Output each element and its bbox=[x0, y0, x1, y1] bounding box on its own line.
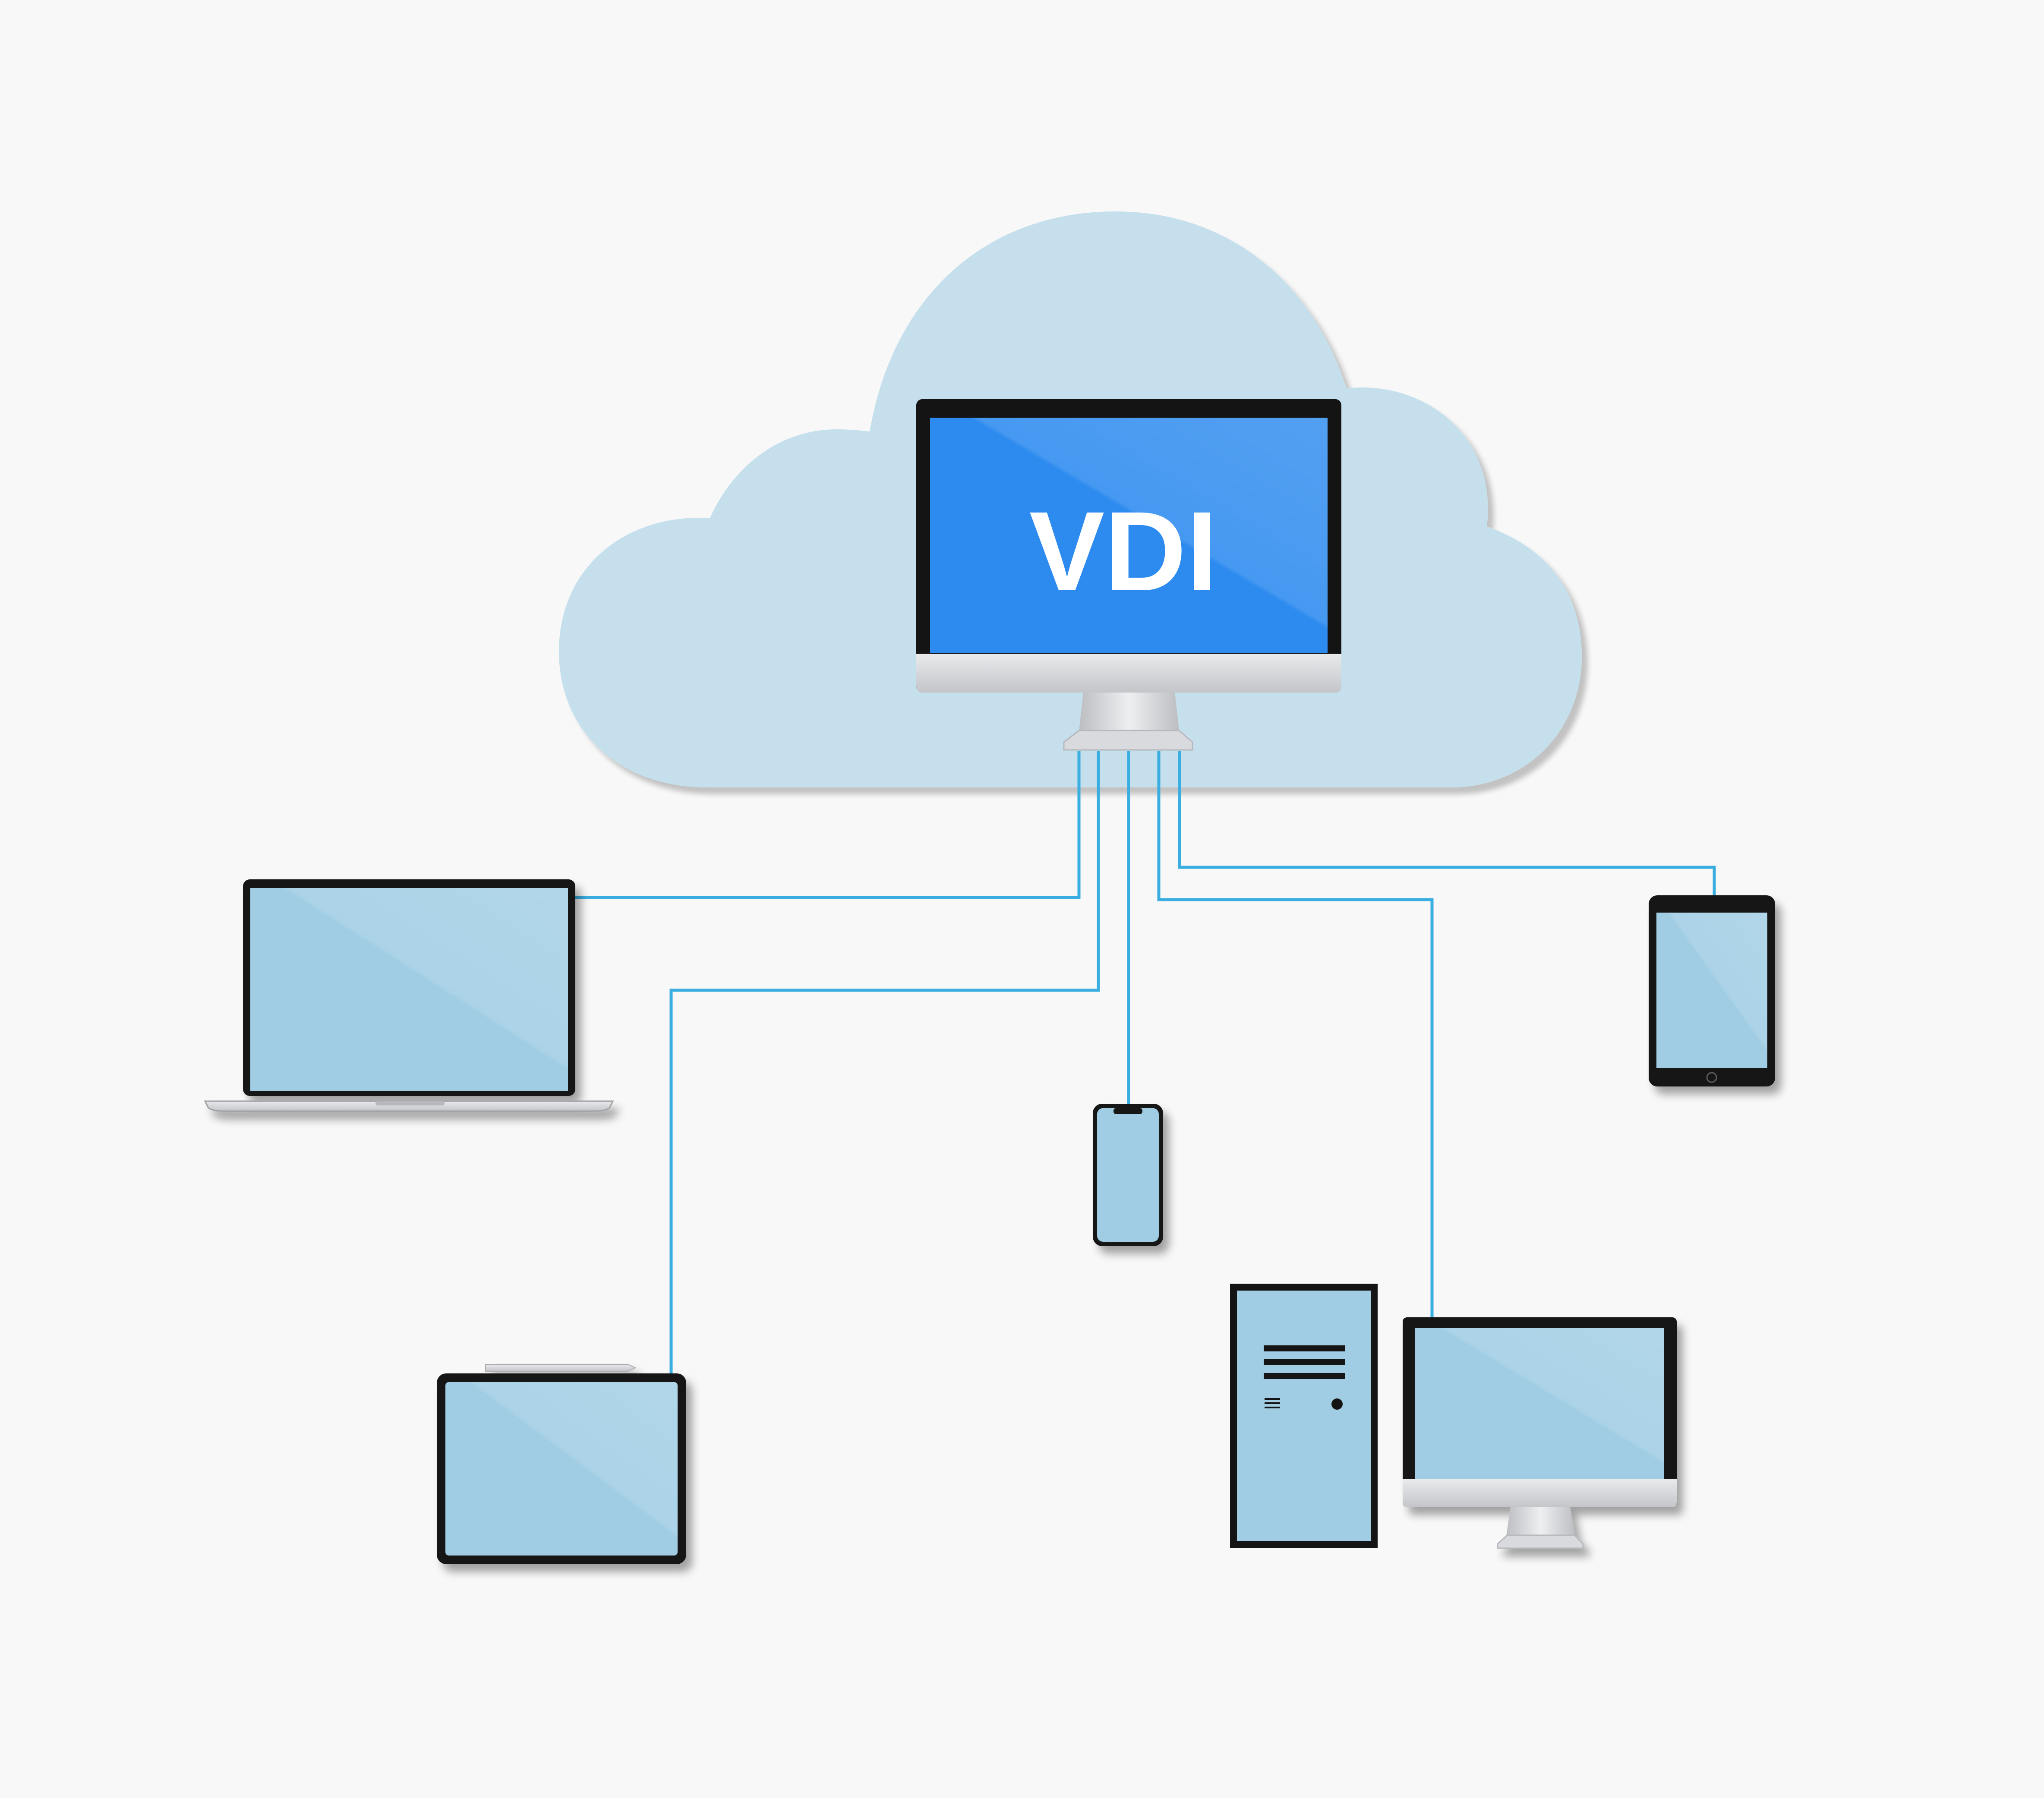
drive-bay bbox=[1264, 1359, 1345, 1365]
phone-icon bbox=[1093, 1104, 1163, 1246]
tablet-icon bbox=[437, 1364, 686, 1564]
drive-bay bbox=[1264, 1345, 1345, 1351]
home-button-icon bbox=[1706, 1072, 1717, 1083]
stylus-pencil-icon bbox=[485, 1364, 637, 1372]
tower-pc-icon bbox=[1230, 1284, 1378, 1548]
connector-laptop bbox=[572, 751, 1081, 899]
laptop-base bbox=[204, 1100, 614, 1112]
vdi-server-monitor: VDI bbox=[916, 399, 1341, 751]
monitor-stand bbox=[1506, 1507, 1575, 1536]
vent-icon bbox=[1265, 1398, 1280, 1400]
power-button-icon bbox=[1331, 1398, 1343, 1410]
monitor-chin bbox=[916, 654, 1341, 693]
connector-desktop bbox=[1157, 751, 1434, 1318]
drive-bay bbox=[1264, 1373, 1345, 1379]
monitor-base bbox=[1497, 1534, 1584, 1549]
vdi-label: VDI bbox=[1029, 488, 1218, 614]
connector-tablet bbox=[669, 751, 1100, 1374]
laptop-icon bbox=[204, 879, 614, 1112]
connection-lines bbox=[572, 751, 1716, 1374]
connector-tablet-portrait bbox=[1178, 751, 1716, 895]
tablet-icon bbox=[1649, 895, 1775, 1086]
monitor-stand bbox=[1079, 692, 1179, 731]
monitor-icon bbox=[1403, 1317, 1677, 1549]
monitor-base bbox=[1063, 730, 1193, 751]
tower-face bbox=[1237, 1291, 1371, 1541]
phone-screen bbox=[1097, 1108, 1159, 1242]
